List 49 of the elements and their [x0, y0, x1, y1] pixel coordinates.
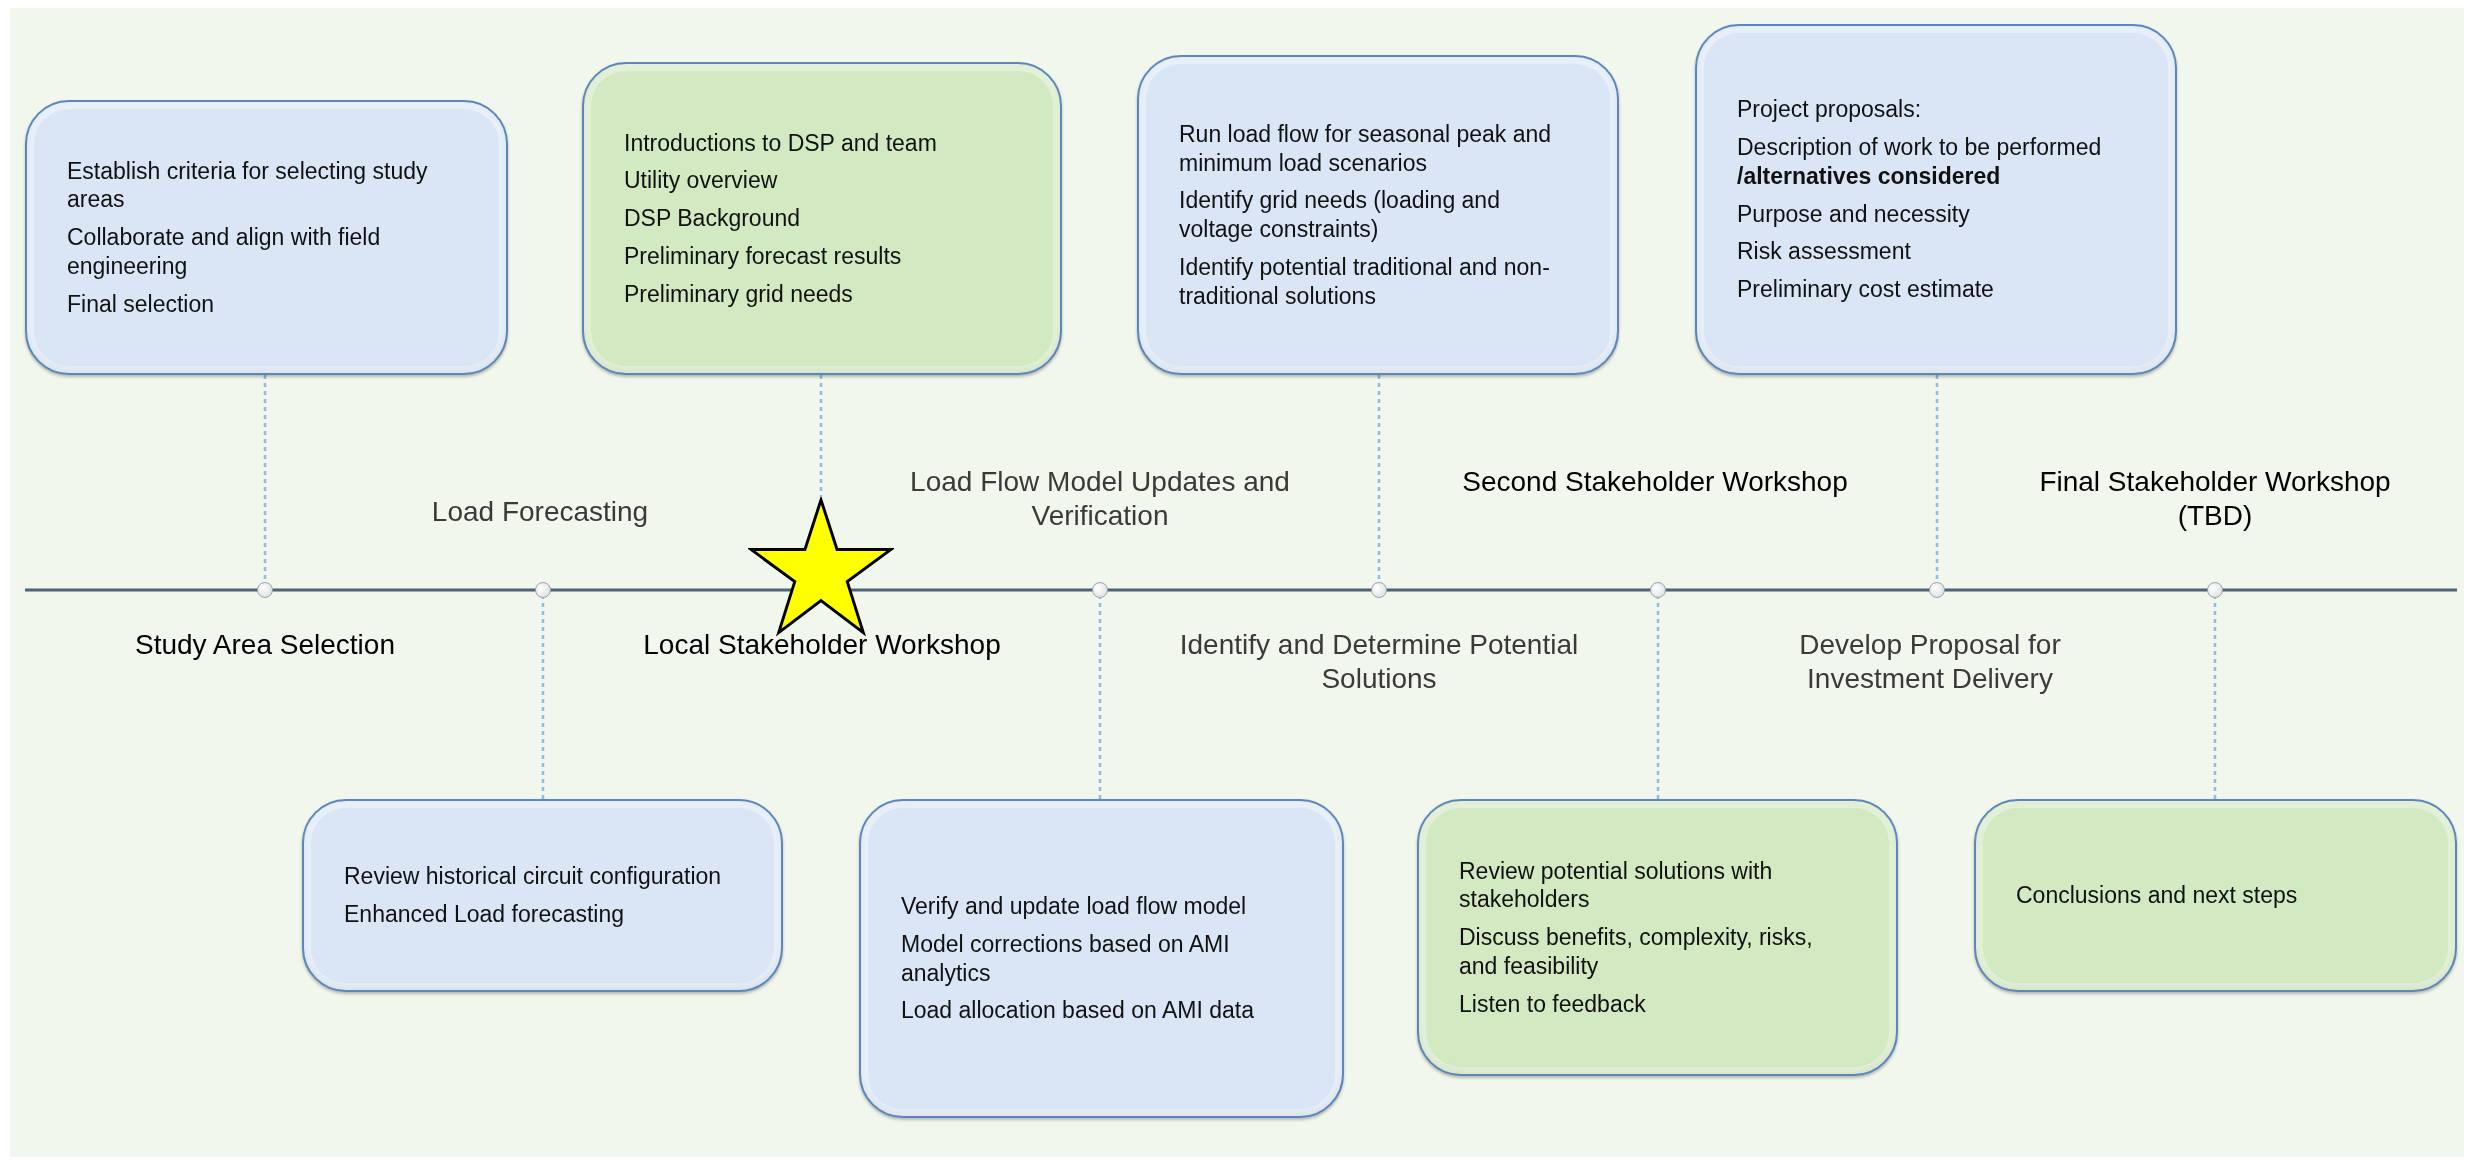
- activity-text: Identify grid needs (loading and voltage constraints): [1179, 186, 1501, 244]
- phase-label: Local Stakeholder Workshop: [642, 628, 1002, 662]
- phase-label: Develop Proposal for Investment Delivery: [1798, 628, 2062, 696]
- activity-text: Enhanced Load forecasting: [344, 900, 626, 929]
- activity-text: Introductions to DSP and team: [624, 128, 938, 158]
- activity-text: Load allocation based on AMI data: [901, 996, 1255, 1025]
- activity-card: [1695, 24, 2177, 375]
- phase-label: Load Forecasting: [430, 495, 650, 529]
- activity-text: Identify potential traditional and non-traditional solutions: [1179, 252, 1551, 311]
- dotted-connector: [819, 375, 823, 497]
- activity-text: Conclusions and next steps: [2016, 881, 2299, 910]
- activity-text: Collaborate and align with field engineering: [67, 223, 382, 281]
- dotted-connector: [2213, 598, 2217, 799]
- activity-text: Review historical circuit configuration: [344, 862, 723, 891]
- activity-text: Risk assessment: [1737, 237, 1912, 266]
- dotted-connector: [1377, 375, 1381, 582]
- activity-card: [1137, 55, 1619, 375]
- activity-text: Project proposals:: [1737, 95, 1923, 124]
- activity-text: Verify and update load flow model: [901, 892, 1248, 921]
- dotted-connector: [1098, 598, 1102, 799]
- dotted-connector: [541, 598, 545, 799]
- activity-text: DSP Background: [624, 204, 801, 233]
- phase-label: Load Flow Model Updates and Verification: [909, 465, 1291, 533]
- activity-card: [1974, 799, 2457, 992]
- activity-text: Review potential solutions with stakeholders: [1459, 856, 1774, 915]
- dotted-connector: [263, 375, 267, 582]
- activity-text: Preliminary grid needs: [624, 279, 854, 309]
- activity-text: Final selection: [67, 289, 216, 319]
- phase-label: Identify and Determine Potential Solutions: [1179, 628, 1579, 696]
- activity-text: Model corrections based on AMI analytics: [901, 929, 1231, 988]
- dotted-connector: [1656, 598, 1660, 799]
- activity-text: Preliminary forecast results: [624, 241, 903, 271]
- activity-card: [302, 799, 783, 992]
- activity-text: Preliminary cost estimate: [1737, 275, 1995, 304]
- activity-text: Discuss benefits, complexity, risks, and feasibility: [1459, 923, 1814, 981]
- activity-card: [582, 62, 1062, 375]
- phase-label: Study Area Selection: [134, 628, 396, 662]
- dotted-connector: [1935, 375, 1939, 582]
- activity-card: [859, 799, 1344, 1118]
- activity-card: [25, 100, 508, 375]
- activity-text: Listen to feedback: [1459, 989, 1647, 1019]
- phase-label: Second Stakeholder Workshop: [1461, 465, 1849, 499]
- activity-text: Purpose and necessity: [1737, 199, 1971, 229]
- activity-text: Description of work to be performed /alternatives considered: [1737, 133, 2103, 191]
- activity-card: [1417, 799, 1898, 1076]
- activity-text: Run load flow for seasonal peak and minimum load scenarios: [1179, 119, 1553, 178]
- phase-label: Final Stakeholder Workshop (TBD): [2038, 465, 2392, 533]
- activity-text: Utility overview: [624, 166, 779, 196]
- activity-text: Establish criteria for selecting study areas: [67, 156, 429, 215]
